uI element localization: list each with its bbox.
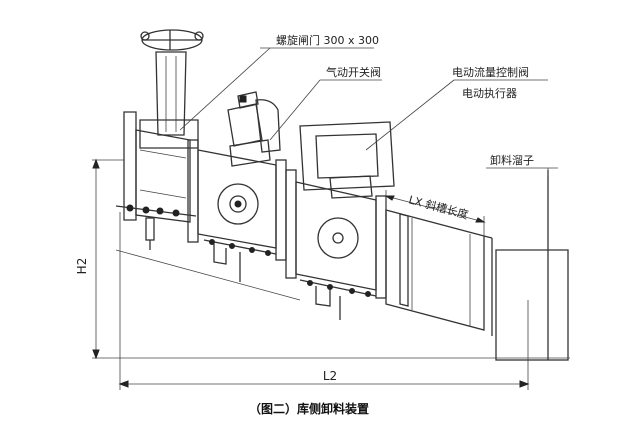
lx-length-label: LX 斜槽长度 — [407, 192, 470, 221]
discharge-chute-box — [495, 170, 569, 361]
l2-label: L2 — [323, 369, 337, 383]
pneumatic-valve — [187, 91, 287, 282]
figure-caption: （图二）库侧卸料装置 — [249, 401, 369, 416]
spiral-gate — [115, 29, 204, 250]
inclined-chute — [385, 209, 493, 336]
discharge-chute-label: 卸料溜子 — [490, 153, 534, 167]
leader-lines — [179, 47, 558, 176]
spiral-gate-label: 螺旋闸门 300 x 300 — [276, 33, 379, 47]
dimension-l2 — [118, 212, 530, 390]
dimension-lx — [384, 190, 486, 238]
electric-flow-valve — [285, 121, 395, 320]
h2-label: H2 — [75, 258, 89, 275]
base-lines — [92, 159, 570, 359]
electric-actuator-label: 电动执行器 — [462, 86, 517, 100]
dimension-h2 — [92, 158, 100, 360]
electric-flow-valve-label: 电动流量控制阀 — [452, 65, 529, 79]
pneumatic-valve-label: 气动开关阀 — [326, 65, 381, 79]
